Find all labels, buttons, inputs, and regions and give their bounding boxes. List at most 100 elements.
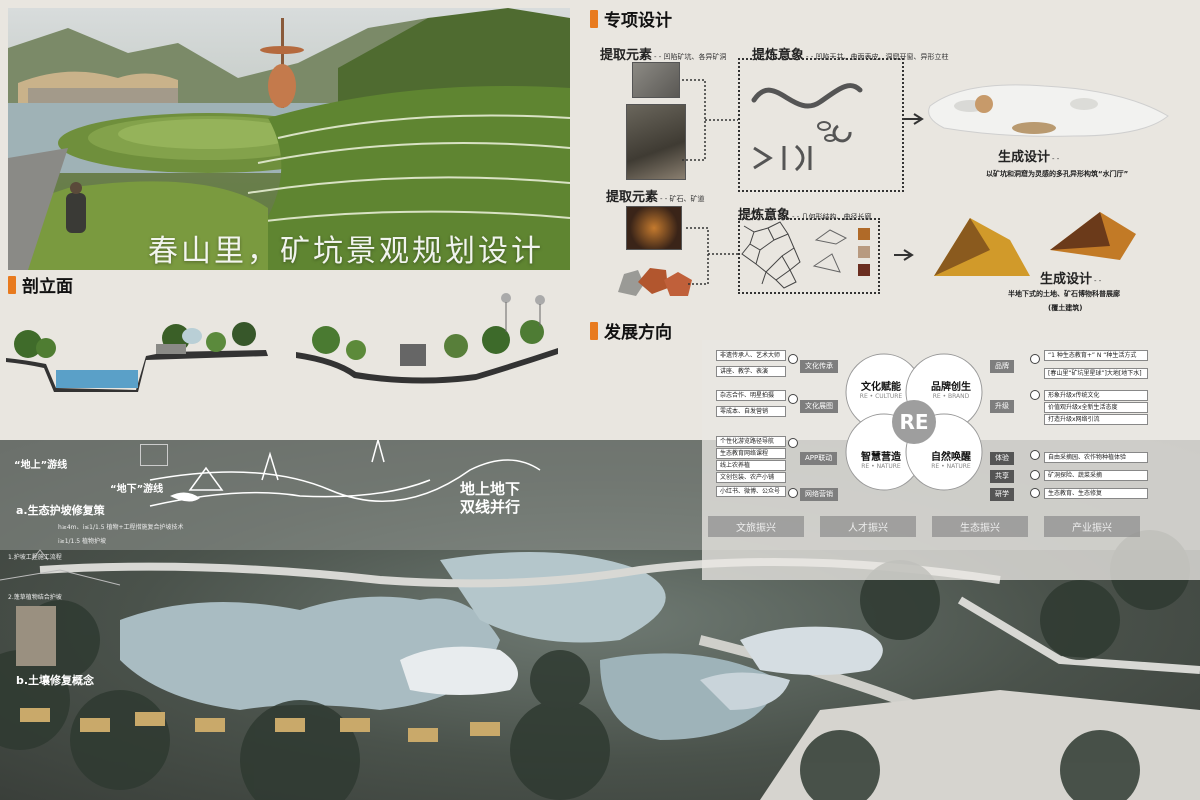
generate-description: 以矿坑和洞窟为灵感的多孔异形构筑“水门厅” [986, 170, 1129, 178]
dev-tag-culture-display: 文化展图 [800, 400, 838, 413]
quad-title: 智慧营造 [861, 452, 901, 463]
quad-subtitle: RE • NATURE [861, 463, 901, 470]
quad-title: 品牌创生 [931, 382, 971, 393]
water-hall-render [928, 84, 1169, 137]
row1-extract-label: 提取元素- - 凹陷矿坑、各异矿洞 [600, 44, 727, 63]
quad-brand: 品牌创生 RE • BRAND [918, 378, 984, 400]
dual-route-slogan: 地上地下 双线并行 [460, 480, 520, 516]
dev-right-box-7: 矿洞探险、蔬菜采摘 [1044, 470, 1148, 481]
heading-marker [8, 275, 16, 294]
mine-tunnel-thumbnail [626, 206, 682, 250]
row2-sketch-box [738, 218, 880, 294]
revitalize-talent: 人才振兴 [820, 516, 916, 537]
extract-detail: - - 凹陷矿坑、各异矿洞 [654, 53, 727, 61]
refine-detail: - - 凹陷天井、曲面表皮、洞窟开窗、异形立柱 [806, 53, 949, 61]
dev-left-box-7: 线上农养植 [716, 460, 786, 471]
dev-right-box-4: 价值观升级x全新生活态度 [1044, 402, 1148, 413]
row1-sketch-drawing [751, 83, 863, 172]
dev-tag-upgrade: 升级 [990, 400, 1014, 413]
leaf-icon [1030, 450, 1040, 460]
dev-tag-network: 网络营销 [800, 488, 838, 501]
special-design-heading: 专项设计 [590, 6, 672, 31]
hero-render: 春山里，矿坑景观规划设计 [8, 8, 570, 270]
quad-subtitle: RE • NATURE [931, 463, 971, 470]
row1-arrow-icon [904, 113, 924, 125]
person-icon [788, 354, 798, 364]
quad-nature: 自然唤醒 RE • NATURE [918, 448, 984, 470]
dev-right-box-3: 形象升级x传统文化 [1044, 390, 1148, 401]
extract-detail: - - 矿石、矿道 [660, 195, 705, 203]
generate-note: (覆土建筑) [1048, 304, 1083, 312]
row1-generate-block: 生成设计- - 以矿坑和洞窟为灵感的多孔异形构筑“水门厅” [986, 146, 1198, 179]
dev-tag-culture-heritage: 文化传承 [800, 360, 838, 373]
row2-connector-lines [686, 227, 740, 285]
dev-tag-app: APP联动 [800, 452, 838, 465]
phone-icon [788, 438, 798, 448]
dev-tag-study: 研学 [990, 488, 1014, 501]
slope-restore-title: a.生态护坡修复策 [16, 504, 105, 517]
generate-label: 生成设计 [998, 150, 1051, 165]
slope-step-2: 2.蓬草植物结合护坡 [8, 594, 62, 601]
flag-icon [1030, 354, 1040, 364]
dev-tag-share: 共享 [990, 470, 1014, 483]
masterplan-render: “地上”游线 “地下”游线 地上地下 双线并行 a.生态护坡修复策 h≥4m、i… [0, 440, 1200, 800]
dev-right-box-2: [春山里“矿坑里星球”]大地[地下水] [1044, 368, 1148, 379]
dev-right-box-8: 生态教育、生态修复 [1044, 488, 1148, 499]
dev-left-box-2: 讲座、教学、表演 [716, 366, 786, 377]
re-center-label: RE [899, 410, 929, 434]
mine-cave-thumbnail [626, 104, 686, 180]
soil-diagram [16, 606, 56, 666]
camera-icon [788, 394, 798, 404]
small-diagram-box [140, 444, 168, 466]
heading-marker [590, 321, 598, 340]
dev-left-box-5: 个性化游览路径导航 [716, 436, 786, 447]
dev-left-box-6: 生态教育网络课程 [716, 448, 786, 459]
route-below-label: “地下”游线 [110, 484, 164, 495]
row1-sketch-box [738, 58, 904, 192]
heading-marker [590, 9, 598, 28]
route-above-label: “地上”游线 [14, 460, 68, 471]
special-design-title: 专项设计 [604, 11, 672, 31]
slope-note-2: i≥1/1.5 植物护坡 [58, 538, 106, 545]
generate-description: 半地下式的土地、矿石博物科普展廊 [1008, 290, 1120, 298]
dev-right-box-6: 自由采摘园、农作物种植体验 [1044, 452, 1148, 463]
slope-note-1: h≥4m、i≤1/1.5 植物+工程措施复合护坡技术 [58, 524, 184, 531]
dev-left-box-8: 文创包装、农产小铺 [716, 472, 786, 483]
mine-pit-thumbnail [632, 62, 680, 98]
slogan-line-1: 地上地下 [460, 480, 521, 498]
re-flower-diagram [845, 353, 983, 491]
profile-heading: 剖立面 [8, 272, 73, 297]
quad-title: 文化赋能 [861, 382, 901, 393]
refine-detail: - - 几何形结构、曲径长廊 [792, 213, 872, 221]
ore-museum-render [934, 212, 1136, 276]
hero-title: 春山里，矿坑景观规划设计 [148, 234, 544, 269]
hero-landscape-illustration [8, 8, 570, 270]
dev-tag-experience: 体验 [990, 452, 1014, 465]
section-profile-a [6, 322, 268, 392]
revitalize-industry: 产业振兴 [1044, 516, 1140, 537]
dev-right-box-1: “1 种生态教育+” N “种生活方式 [1044, 350, 1148, 361]
extract-label: 提取元素 [606, 190, 659, 205]
section-profile-b [296, 293, 558, 384]
revitalize-ecology: 生态振兴 [932, 516, 1028, 537]
quad-smart: 智慧营造 RE • NATURE [848, 448, 914, 470]
revitalize-tourism: 文旅振兴 [708, 516, 804, 537]
soil-restore-title: b.土壤修复概念 [16, 674, 95, 687]
row2-sketch-drawing [741, 221, 870, 289]
quad-subtitle: RE • CULTURE [859, 393, 903, 400]
row2-extract-label: 提取元素- - 矿石、矿道 [606, 186, 705, 205]
slogan-line-2: 双线并行 [460, 498, 521, 516]
quad-title: 自然唤醒 [931, 452, 971, 463]
compass-icon [1030, 470, 1040, 480]
generate-label: 生成设计 [1040, 272, 1093, 287]
ore-stones-thumbnail [616, 262, 694, 298]
development-title: 发展方向 [604, 323, 672, 343]
dev-left-box-3: 杂志合作、明星拍摄 [716, 390, 786, 401]
dev-left-box-9: 小红书、微博、公众号 [716, 486, 786, 497]
row2-arrow-icon [894, 249, 914, 261]
development-heading: 发展方向 [590, 318, 672, 343]
star-icon [1030, 390, 1040, 400]
dev-tag-brand: 品牌 [990, 360, 1014, 373]
row1-connector-lines [682, 79, 738, 161]
slope-step-1: 1.护坡工程施工流程 [8, 554, 62, 561]
